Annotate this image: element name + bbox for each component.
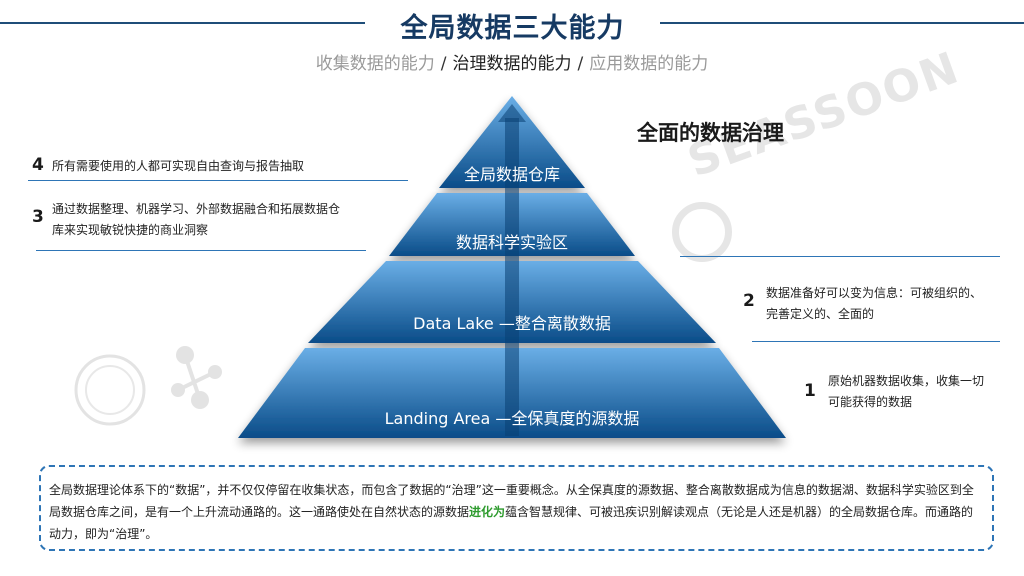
description-text: 全局数据理论体系下的“数据”，并不仅仅停留在收集状态，而包含了数据的“治理”这一… bbox=[49, 479, 984, 545]
page-title: 全局数据三大能力 bbox=[400, 13, 625, 44]
description-box: 全局数据理论体系下的“数据”，并不仅仅停留在收集状态，而包含了数据的“治理”这一… bbox=[39, 465, 994, 551]
title-divider-left bbox=[0, 22, 365, 24]
section-heading: 全面的数据治理 bbox=[637, 121, 784, 145]
note-divider-3 bbox=[36, 250, 366, 251]
watermark-logo-icon bbox=[672, 202, 732, 262]
description-text-part1: 全局数据理论体系下的“数据”，并不仅仅停留在收集状态，而包含了数据的“治理”这一… bbox=[49, 483, 974, 519]
note-text-2: 数据准备好可以变为信息：可被组织的、完善定义的、全面的 bbox=[766, 286, 983, 321]
description-highlight: 进化为 bbox=[469, 505, 506, 519]
subtitle-separator: / bbox=[440, 54, 447, 74]
pyramid-label-warehouse: 全局数据仓库 bbox=[463, 165, 561, 184]
subtitle-part-collect: 收集数据的能力 bbox=[315, 54, 435, 74]
note-text-1: 原始机器数据收集，收集一切可能获得的数据 bbox=[828, 374, 985, 409]
note-divider-4 bbox=[28, 180, 408, 181]
pyramid-label-landing: Landing Area —全保真度的源数据 bbox=[384, 409, 640, 428]
subtitle: 收集数据的能力/治理数据的能力/应用数据的能力 bbox=[0, 49, 1024, 74]
subtitle-separator: / bbox=[577, 54, 584, 74]
note-divider-2 bbox=[752, 341, 1000, 342]
subtitle-part-apply: 应用数据的能力 bbox=[589, 54, 709, 74]
university-logo-icon bbox=[74, 346, 222, 426]
flow-arrow-head bbox=[498, 104, 526, 122]
subtitle-part-govern: 治理数据的能力 bbox=[452, 54, 572, 74]
note-number-2: 2 bbox=[743, 291, 755, 311]
pyramid-label-datalake: Data Lake —整合离散数据 bbox=[413, 314, 611, 333]
pyramid-label-lab: 数据科学实验区 bbox=[455, 233, 569, 252]
description-text-part2: 蕴含智慧规律、可被迅疾识别解读观点（无论是人还是机器）的全局数据仓库。而通路的动… bbox=[49, 505, 974, 541]
note-number-3: 3 bbox=[32, 207, 44, 227]
flow-arrow bbox=[505, 118, 519, 436]
note-text-4: 所有需要使用的人都可实现自由查询与报告抽取 bbox=[52, 159, 305, 173]
title-divider-right bbox=[660, 22, 1024, 24]
note-divider-2-top bbox=[680, 256, 1000, 257]
note-text-3: 通过数据整理、机器学习、外部数据融合和拓展数据仓库来实现敏锐快捷的商业洞察 bbox=[52, 202, 341, 237]
note-number-1: 1 bbox=[804, 381, 816, 401]
note-number-4: 4 bbox=[32, 155, 44, 175]
